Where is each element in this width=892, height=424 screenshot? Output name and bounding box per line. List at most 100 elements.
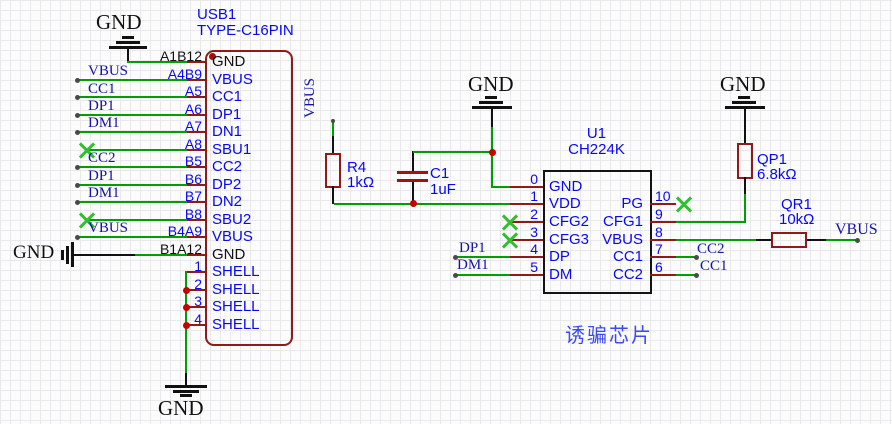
- u1-pin-number: 8: [655, 224, 663, 240]
- net-label-u1-dp1[interactable]: DP1: [459, 240, 486, 256]
- resistor-r4[interactable]: [325, 153, 341, 188]
- wire-dm1[interactable]: [77, 131, 187, 133]
- qr1-value[interactable]: 10kΩ: [779, 211, 815, 228]
- net-label-left-dp1b[interactable]: DP1: [88, 168, 115, 184]
- usb-pin-stub[interactable]: [186, 61, 206, 63]
- usb-pin-stub[interactable]: [186, 149, 206, 151]
- wire-cc1-pin[interactable]: [676, 256, 696, 258]
- wire-gnd-u1[interactable]: [491, 186, 510, 188]
- wire-vbus8-right[interactable]: [826, 239, 857, 241]
- u1-pin-stub[interactable]: [509, 221, 543, 223]
- u1-pin-stub[interactable]: [509, 256, 543, 258]
- usb-pin-number: B5: [184, 153, 202, 169]
- net-label-vbus-vertical[interactable]: VBUS: [302, 77, 318, 118]
- net-label-left-cc2[interactable]: CC2: [88, 150, 116, 166]
- wire-vbus-b4a9[interactable]: [77, 236, 187, 238]
- u1-body[interactable]: [543, 170, 652, 294]
- usb-pin-stub[interactable]: [186, 306, 206, 308]
- usb-pin-stub[interactable]: [186, 131, 206, 133]
- u1-pin-name: DM: [549, 266, 573, 283]
- usb-pin-stub[interactable]: [186, 271, 206, 273]
- u1-pin-stub[interactable]: [650, 221, 676, 223]
- no-connect-cfg3[interactable]: [502, 232, 518, 248]
- net-label-left-vbus2[interactable]: VBUS: [88, 220, 129, 236]
- gnd-label-top-right[interactable]: GND: [720, 72, 766, 96]
- net-label-left-cc1[interactable]: CC1: [88, 81, 116, 97]
- wire-u1-dp[interactable]: [455, 256, 510, 258]
- c1-value[interactable]: 1uF: [430, 181, 456, 198]
- u1-caption[interactable]: 诱骗芯片: [565, 325, 653, 347]
- net-label-right-cc2[interactable]: CC2: [697, 241, 725, 257]
- wire-gnd-col[interactable]: [491, 127, 493, 188]
- wire-end-dot: [75, 235, 80, 240]
- no-connect-pg[interactable]: [676, 196, 692, 212]
- r4-value[interactable]: 1kΩ: [347, 174, 375, 191]
- usb-pin-stub[interactable]: [186, 254, 206, 256]
- net-label-u1-dm1[interactable]: DM1: [457, 257, 489, 273]
- wire-vbus-r4[interactable]: [332, 119, 334, 136]
- net-label-left-dm1[interactable]: DM1: [88, 115, 120, 131]
- wire-dp2[interactable]: [77, 184, 187, 186]
- r4-ref[interactable]: R4: [347, 159, 367, 176]
- net-label-right-vbus[interactable]: VBUS: [835, 221, 878, 238]
- gnd-label-top-middle[interactable]: GND: [468, 72, 514, 96]
- net-label-left-vbus1[interactable]: VBUS: [88, 63, 129, 79]
- usb-pin-stub[interactable]: [186, 236, 206, 238]
- usb-pin-stub[interactable]: [186, 289, 206, 291]
- u1-pin-stub[interactable]: [650, 239, 676, 241]
- gnd-label-bottom[interactable]: GND: [158, 396, 204, 420]
- u1-pin-stub[interactable]: [509, 203, 543, 205]
- usb-pin-stub[interactable]: [186, 166, 206, 168]
- u1-pin-name: GND: [549, 178, 583, 195]
- resistor-qp1[interactable]: [737, 143, 753, 179]
- wire-gnd-b1a12[interactable]: [135, 254, 187, 256]
- qr1-ref[interactable]: QR1: [781, 196, 812, 213]
- u1-pin-stub[interactable]: [509, 239, 543, 241]
- u1-value[interactable]: CH224K: [568, 141, 625, 158]
- usb-pin-stub[interactable]: [186, 201, 206, 203]
- wire-sbu1[interactable]: [87, 149, 187, 151]
- qp1-value[interactable]: 6.8kΩ: [757, 166, 797, 183]
- u1-pin-stub[interactable]: [650, 203, 676, 205]
- u1-pin-stub[interactable]: [650, 274, 676, 276]
- net-label-right-cc1[interactable]: CC1: [700, 258, 728, 274]
- usb-pin-stub[interactable]: [186, 219, 206, 221]
- resistor-qr1[interactable]: [771, 232, 807, 248]
- wire-sbu2[interactable]: [87, 219, 187, 221]
- usb-connector-body[interactable]: [205, 50, 293, 346]
- net-label-left-dm1b[interactable]: DM1: [88, 185, 120, 201]
- qp1-ref[interactable]: QP1: [757, 151, 788, 168]
- usb-pin-stub[interactable]: [186, 324, 206, 326]
- wire-dn2[interactable]: [77, 201, 187, 203]
- u1-pin-stub[interactable]: [509, 274, 543, 276]
- usb-pin-stub[interactable]: [186, 79, 206, 81]
- wire-gnd-a1b12[interactable]: [127, 61, 187, 63]
- wire-vdd[interactable]: [334, 203, 510, 205]
- usb-ref[interactable]: USB1: [197, 6, 237, 23]
- wire-vbus8-left[interactable]: [676, 239, 756, 241]
- u1-pin-stub[interactable]: [650, 256, 676, 258]
- no-connect-cfg2[interactable]: [502, 214, 518, 230]
- usb-pin-stub[interactable]: [186, 114, 206, 116]
- usb-value[interactable]: TYPE-C16PIN: [197, 22, 294, 39]
- gnd-label-left[interactable]: GND: [13, 242, 55, 263]
- usb-pin-stub[interactable]: [186, 184, 206, 186]
- wire-vbus-a4b9[interactable]: [77, 79, 187, 81]
- u1-pin-stub[interactable]: [509, 186, 543, 188]
- gnd-label-top-left[interactable]: GND: [96, 10, 142, 34]
- wire-u1-dm[interactable]: [455, 274, 510, 276]
- usb-pin-stub[interactable]: [186, 96, 206, 98]
- wire-cc2[interactable]: [77, 166, 187, 168]
- wire-cc1[interactable]: [77, 96, 187, 98]
- wire-cfg1-vert[interactable]: [744, 194, 746, 223]
- net-label-left-dp1[interactable]: DP1: [88, 98, 115, 114]
- wire-cc2-pin[interactable]: [676, 274, 696, 276]
- capacitor-c1[interactable]: [397, 171, 428, 174]
- u1-ref[interactable]: U1: [586, 125, 607, 142]
- c1-ref[interactable]: C1: [430, 165, 450, 182]
- wire-dp1[interactable]: [77, 114, 187, 116]
- wire-gnd-c1top[interactable]: [413, 151, 493, 153]
- wire-cfg1[interactable]: [676, 221, 746, 223]
- u1-pin-name: CC2: [612, 266, 643, 283]
